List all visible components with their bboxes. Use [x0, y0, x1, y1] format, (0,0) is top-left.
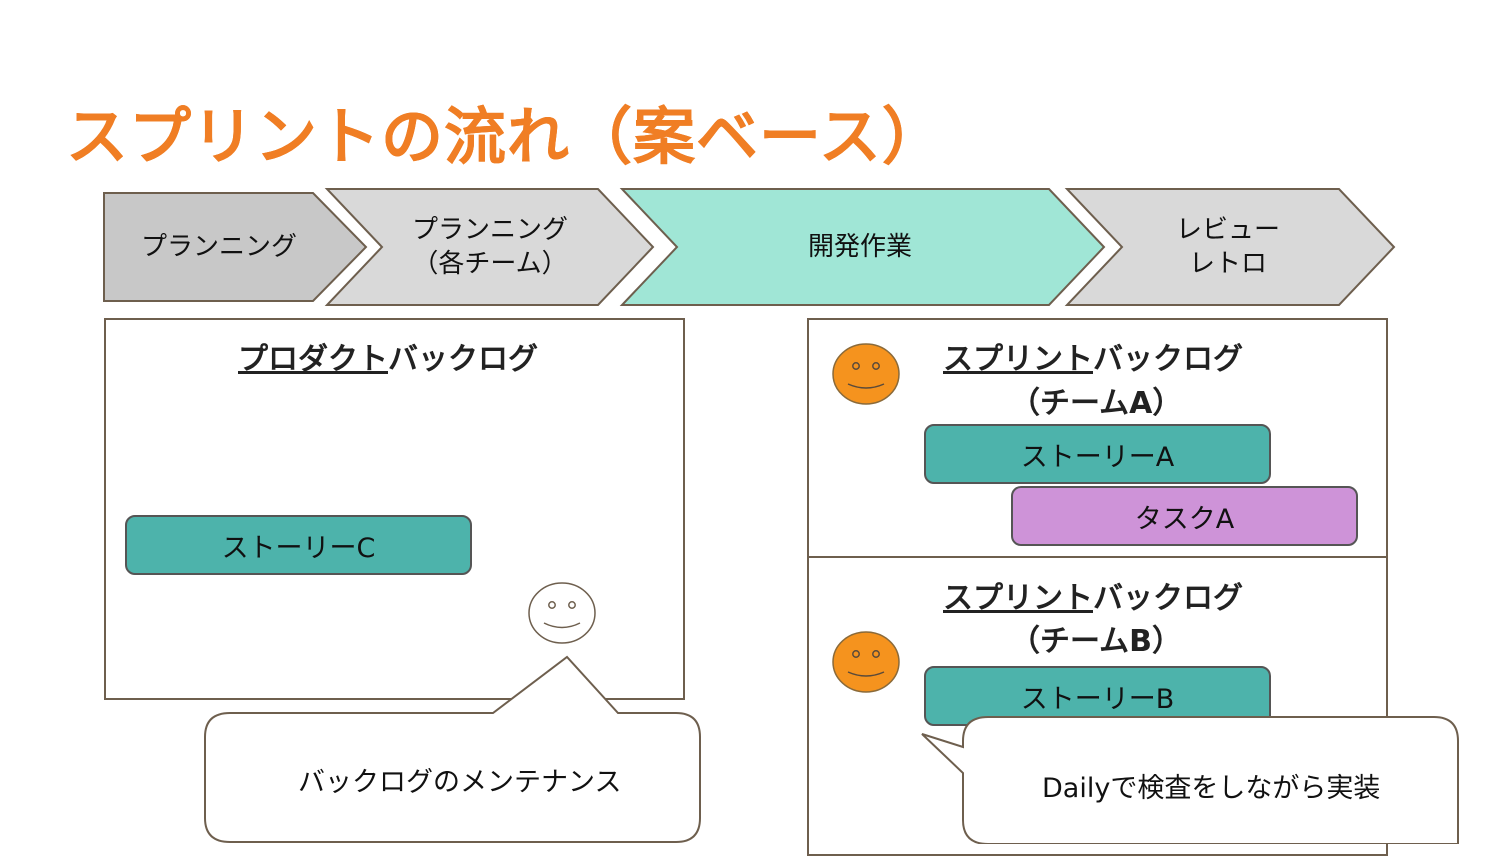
- product-backlog-panel: [104, 318, 685, 700]
- team-a-smiley-icon: [832, 343, 900, 405]
- product-backlog-title: プロダクトバックログ: [238, 342, 538, 377]
- phase-label-review-retro: レビュー レトロ: [1175, 215, 1280, 279]
- team-b-smiley-icon: [832, 631, 900, 693]
- phase-chevron-review: [1064, 188, 1396, 306]
- team-a-label: （チームA）: [1010, 386, 1183, 421]
- phase-label-planning: プランニング: [140, 232, 297, 262]
- sprint-backlog-b-title: スプリントバックログ: [943, 581, 1243, 616]
- phase-chevron-team-planning: [324, 188, 655, 306]
- phase-label-team-planning: プランニング （各チーム）: [411, 215, 568, 279]
- task-card-a[interactable]: タスクA: [1011, 486, 1358, 546]
- story-card-a[interactable]: ストーリーA: [924, 424, 1271, 484]
- po-callout-text: バックログのメンテナンス: [298, 767, 622, 798]
- sprint-backlog-a-title: スプリントバックログ: [943, 342, 1243, 377]
- phase-label-development: 開発作業: [807, 232, 912, 262]
- page-title: スプリントの流れ（案ベース）: [65, 99, 945, 174]
- team-callout-text: Dailyで検査をしながら実装: [1042, 773, 1381, 804]
- story-card-c[interactable]: ストーリーC: [125, 515, 472, 575]
- phase-chevron-development: [619, 188, 1106, 306]
- team-b-label: （チームB）: [1010, 624, 1182, 659]
- phase-chevron-planning: [103, 192, 368, 302]
